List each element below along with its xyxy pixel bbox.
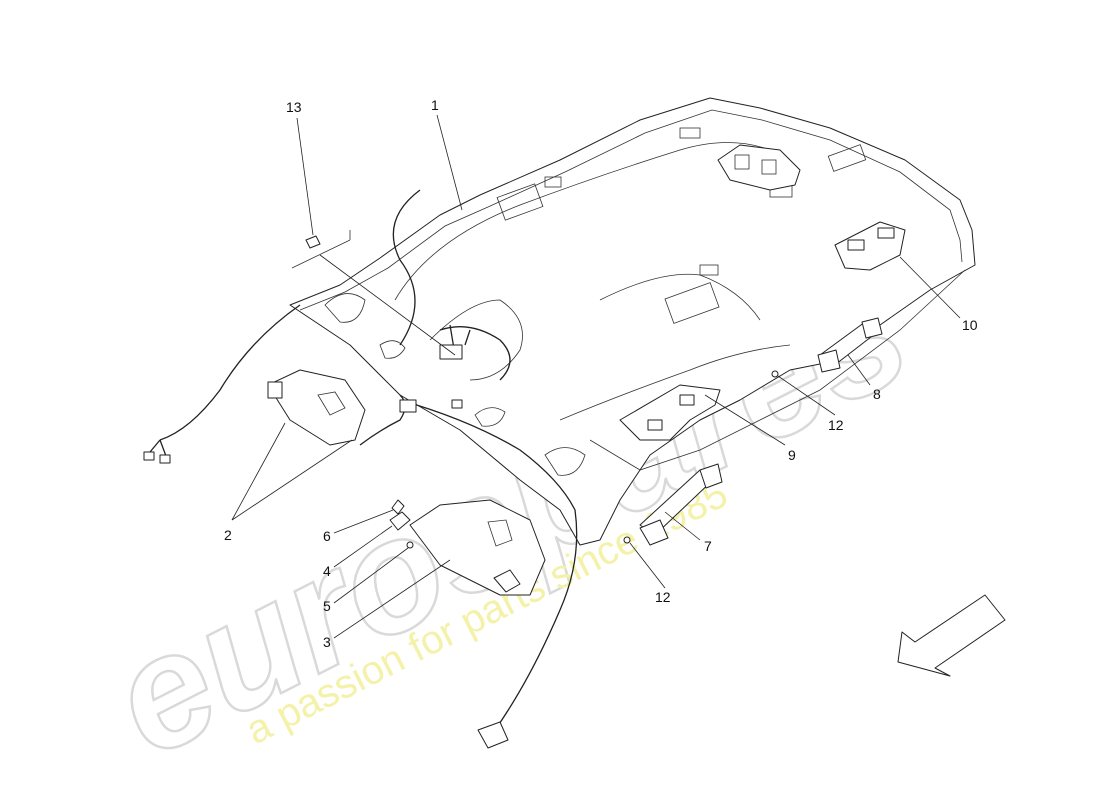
callout-1: 1 xyxy=(431,97,439,113)
bracket-front[interactable] xyxy=(834,221,906,271)
callout-8: 8 xyxy=(873,386,881,402)
callout-2: 2 xyxy=(224,527,232,543)
bracket-rear[interactable] xyxy=(619,384,721,441)
headliner-clip[interactable] xyxy=(291,230,351,269)
leader-lines xyxy=(231,114,961,639)
visor-pin[interactable] xyxy=(406,541,414,549)
sun-visor-left[interactable] xyxy=(267,369,366,446)
visor-hook[interactable] xyxy=(389,511,411,531)
callout-13: 13 xyxy=(286,99,302,115)
callout-6: 6 xyxy=(323,528,331,544)
headliner-panel[interactable] xyxy=(289,97,976,546)
callout-3: 3 xyxy=(323,634,331,650)
screw-rear[interactable] xyxy=(623,536,631,544)
callout-7: 7 xyxy=(704,538,712,554)
direction-arrow-icon xyxy=(897,594,1006,677)
grab-handle-front[interactable] xyxy=(817,317,883,373)
grab-handle-rear[interactable] xyxy=(639,463,723,546)
wiring-harness xyxy=(143,189,578,749)
callout-labels: 1 2 3 4 5 6 7 8 9 10 12 12 13 xyxy=(224,97,978,650)
callout-10: 10 xyxy=(962,317,978,333)
visor-screw[interactable] xyxy=(391,499,405,515)
visor-clip-parts[interactable] xyxy=(389,499,414,549)
callout-9: 9 xyxy=(788,447,796,463)
callout-12-rear: 12 xyxy=(655,589,671,605)
callout-5: 5 xyxy=(323,598,331,614)
sun-visor-right[interactable] xyxy=(409,499,546,596)
callout-4: 4 xyxy=(323,563,331,579)
screw-front[interactable] xyxy=(771,370,779,378)
callout-12-front: 12 xyxy=(828,417,844,433)
